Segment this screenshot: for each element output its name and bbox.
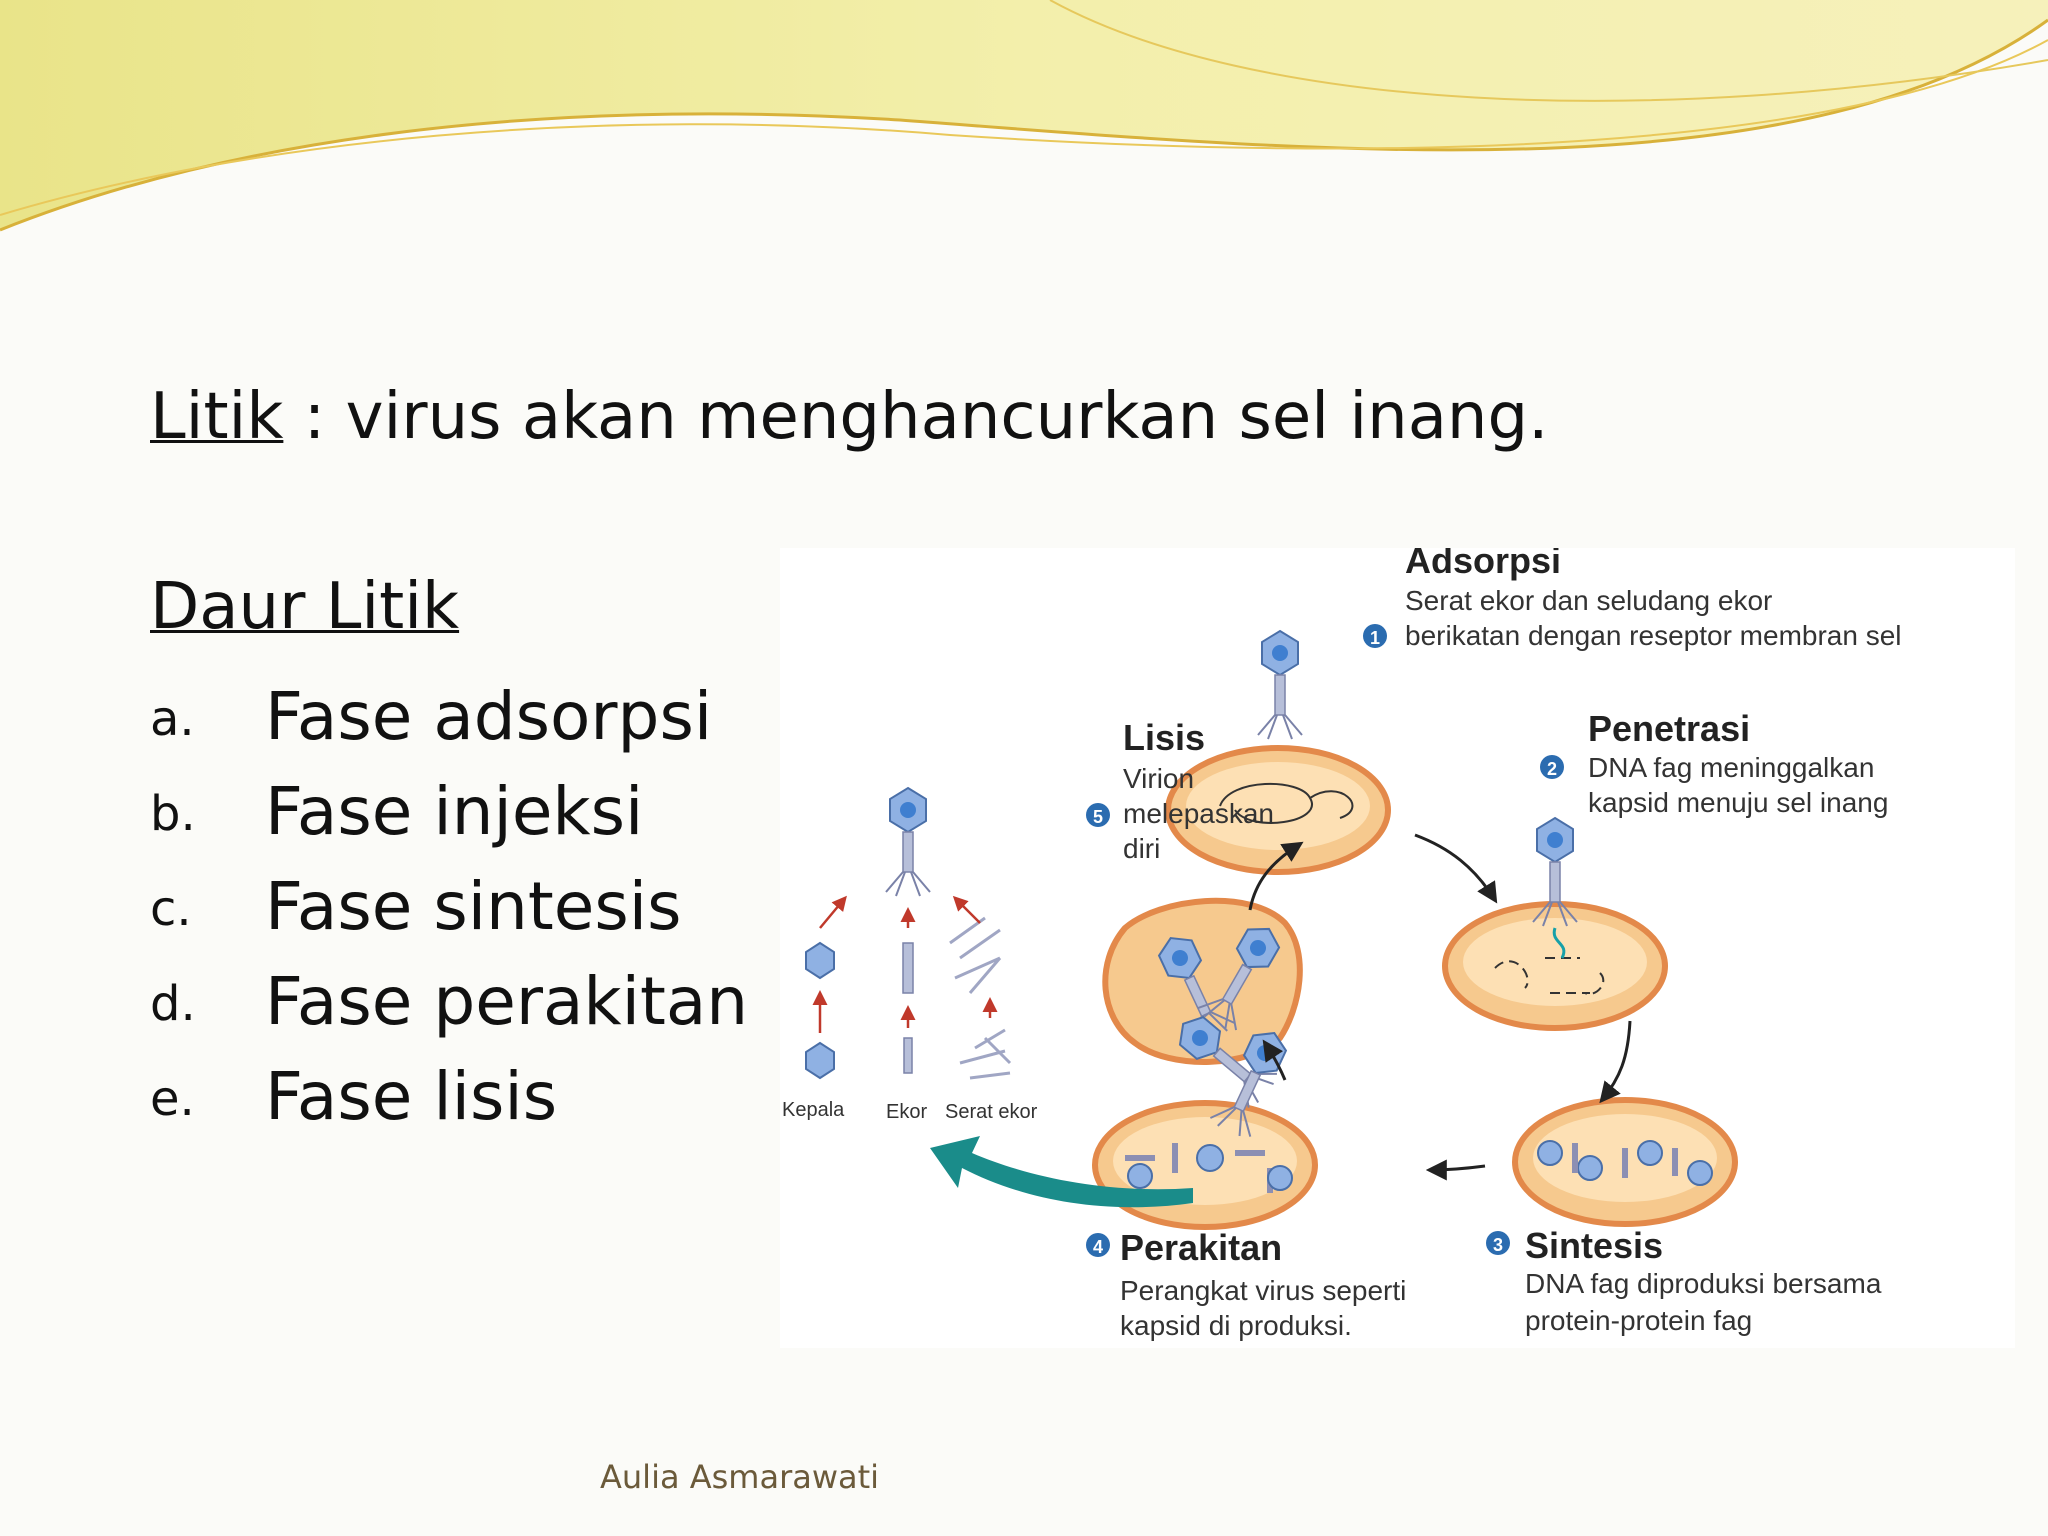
- cell-adsorpsi: [1168, 630, 1388, 872]
- penetrasi-title: Penetrasi: [1588, 708, 1750, 749]
- slide-heading: Litik : virus akan menghancurkan sel ina…: [150, 380, 1548, 454]
- label-parts: Kepala Ekor Serat ekor: [782, 1099, 1038, 1123]
- list-item-letter: e.: [150, 1071, 195, 1127]
- adsorpsi-line2: berikatan dengan reseptor membran sel: [1405, 620, 1902, 651]
- phage-icon: [885, 787, 931, 897]
- cell-sintesis: [1515, 1100, 1735, 1224]
- lisis-title: Lisis: [1123, 717, 1205, 758]
- adsorpsi-line1: Serat ekor dan seludang ekor: [1405, 585, 1772, 616]
- step-number: 1: [1370, 628, 1380, 648]
- perakitan-line2: kapsid di produksi.: [1120, 1310, 1352, 1341]
- label-adsorpsi: Adsorpsi Serat ekor dan seludang ekor be…: [1363, 540, 1902, 651]
- perakitan-title: Perakitan: [1120, 1227, 1282, 1268]
- list-item-letter: a.: [150, 691, 195, 747]
- phage-assembly: [805, 787, 1012, 1080]
- list-item-text: Fase perakitan: [265, 963, 749, 1040]
- list-item-text: Fase sintesis: [265, 868, 682, 945]
- teal-arrow: [930, 1136, 1193, 1208]
- part-kepala: Kepala: [782, 1099, 845, 1121]
- list-item-text: Fase adsorpsi: [265, 678, 713, 755]
- step-badge: [1086, 803, 1110, 827]
- label-perakitan: Perakitan Perangkat virus seperti kapsid…: [1086, 1227, 1406, 1341]
- lytic-cycle-figure: Adsorpsi Serat ekor dan seludang ekor be…: [782, 540, 1902, 1341]
- step-number: 2: [1547, 759, 1557, 779]
- step-badge: [1086, 1233, 1110, 1257]
- list-title: Daur Litik: [150, 570, 460, 644]
- cell-penetrasi: [1445, 817, 1665, 1028]
- lisis-line2: melepaskan: [1123, 798, 1274, 829]
- list-item-letter: c.: [150, 881, 192, 937]
- part-serat-ekor: Serat ekor: [945, 1101, 1038, 1123]
- label-lisis: Lisis Virion melepaskan diri 5: [1086, 717, 1274, 864]
- label-sintesis: Sintesis DNA fag diproduksi bersama prot…: [1486, 1225, 1882, 1336]
- list-item-text: Fase lisis: [265, 1058, 558, 1135]
- sintesis-line1: DNA fag diproduksi bersama: [1525, 1268, 1882, 1299]
- step-number: 5: [1093, 807, 1103, 827]
- cell-lisis: [1102, 897, 1303, 1142]
- heading-description: : virus akan menghancurkan sel inang.: [283, 380, 1549, 454]
- lisis-line3: diri: [1123, 833, 1160, 864]
- step-badge: [1363, 624, 1387, 648]
- list-item-text: Fase injeksi: [265, 773, 644, 850]
- footer-author: Aulia Asmarawati: [600, 1458, 880, 1496]
- cell-perakitan: [1095, 1103, 1315, 1227]
- step-number: 3: [1493, 1235, 1503, 1255]
- penetrasi-line1: DNA fag meninggalkan: [1588, 752, 1874, 783]
- sintesis-line2: protein-protein fag: [1525, 1305, 1752, 1336]
- lytic-cycle-diagram: Adsorpsi Serat ekor dan seludang ekor be…: [780, 540, 2015, 1348]
- perakitan-line1: Perangkat virus seperti: [1120, 1275, 1406, 1306]
- heading-term: Litik: [150, 380, 284, 454]
- list-item-letter: b.: [150, 786, 196, 842]
- step-number: 4: [1093, 1237, 1103, 1257]
- list-item-letter: d.: [150, 976, 196, 1032]
- cycle-arrows: [1248, 833, 1632, 1181]
- sintesis-title: Sintesis: [1525, 1225, 1663, 1266]
- label-penetrasi: Penetrasi DNA fag meninggalkan kapsid me…: [1540, 708, 1888, 818]
- phage-icon: [1257, 630, 1303, 740]
- step-badge: [1486, 1231, 1510, 1255]
- lisis-line1: Virion: [1123, 763, 1194, 794]
- penetrasi-line2: kapsid menuju sel inang: [1588, 787, 1888, 818]
- step-badge: [1540, 755, 1564, 779]
- part-ekor: Ekor: [886, 1101, 927, 1123]
- adsorpsi-title: Adsorpsi: [1405, 548, 1561, 581]
